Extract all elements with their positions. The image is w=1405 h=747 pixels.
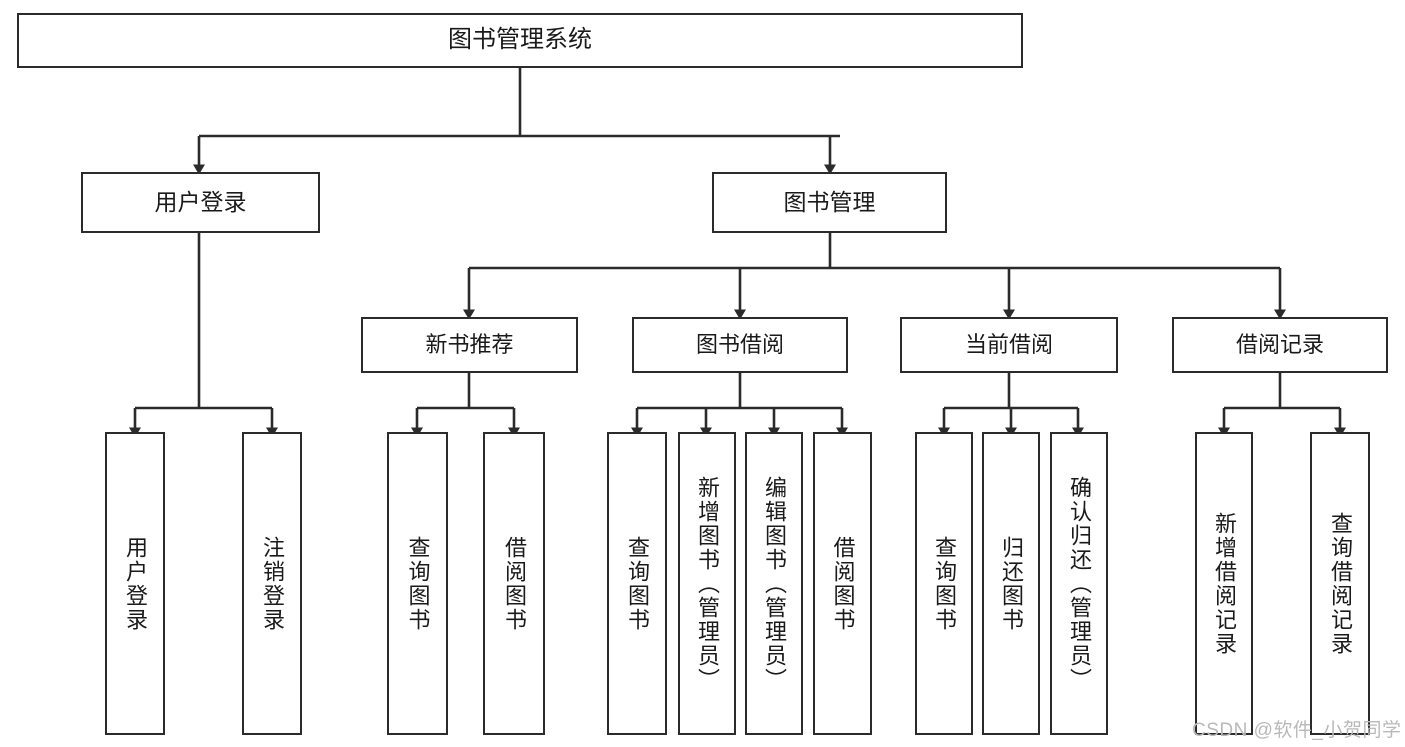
node-leaf-query-book-2-label: 查询图书 [625, 535, 650, 632]
node-leaf-confirm-return-label: 确认归还（管理员） [1067, 475, 1092, 692]
node-user-login-label: 用户登录 [154, 188, 247, 215]
node-leaf-query-record[interactable]: 查询借阅记录 [1310, 432, 1370, 735]
node-leaf-edit-book-label: 编辑图书（管理员） [762, 475, 787, 692]
node-leaf-query-book-1[interactable]: 查询图书 [387, 432, 448, 735]
node-leaf-borrow-book-1-label: 借阅图书 [502, 535, 527, 632]
node-leaf-query-record-label: 查询借阅记录 [1328, 511, 1353, 656]
node-leaf-return-book[interactable]: 归还图书 [982, 432, 1040, 735]
node-book-borrow[interactable]: 图书借阅 [632, 317, 848, 373]
node-new-book-rec[interactable]: 新书推荐 [361, 317, 578, 373]
node-root[interactable]: 图书管理系统 [17, 13, 1023, 68]
node-leaf-user-login[interactable]: 用户登录 [105, 432, 165, 735]
node-leaf-add-book-label: 新增图书（管理员） [695, 475, 720, 692]
node-leaf-borrow-book-1[interactable]: 借阅图书 [483, 432, 545, 735]
node-book-manage[interactable]: 图书管理 [712, 172, 947, 233]
node-leaf-add-record-label: 新增借阅记录 [1212, 511, 1237, 656]
node-leaf-query-book-3-label: 查询图书 [932, 535, 957, 632]
node-leaf-add-book[interactable]: 新增图书（管理员） [678, 432, 736, 735]
node-current-borrow-label: 当前借阅 [964, 332, 1053, 358]
node-leaf-query-book-3[interactable]: 查询图书 [915, 432, 973, 735]
node-leaf-edit-book[interactable]: 编辑图书（管理员） [745, 432, 803, 735]
node-leaf-query-book-2[interactable]: 查询图书 [607, 432, 667, 735]
node-root-label: 图书管理系统 [448, 26, 592, 54]
node-leaf-add-record[interactable]: 新增借阅记录 [1195, 432, 1253, 735]
node-user-login[interactable]: 用户登录 [81, 172, 320, 233]
node-leaf-confirm-return[interactable]: 确认归还（管理员） [1050, 432, 1108, 735]
watermark-text: CSDN @软件_小贺同学 [1192, 720, 1402, 741]
node-leaf-user-login-label: 用户登录 [123, 535, 148, 632]
node-leaf-logout-label: 注销登录 [260, 535, 285, 632]
node-leaf-return-book-label: 归还图书 [999, 535, 1024, 632]
node-borrow-record-label: 借阅记录 [1235, 332, 1324, 358]
node-borrow-record[interactable]: 借阅记录 [1172, 317, 1388, 373]
node-book-manage-label: 图书管理 [783, 188, 876, 215]
node-leaf-borrow-book-2-label: 借阅图书 [830, 535, 856, 632]
node-current-borrow[interactable]: 当前借阅 [900, 317, 1118, 373]
node-leaf-query-book-1-label: 查询图书 [405, 535, 431, 632]
node-book-borrow-label: 图书借阅 [695, 332, 784, 358]
node-leaf-borrow-book-2[interactable]: 借阅图书 [813, 432, 872, 735]
node-leaf-logout[interactable]: 注销登录 [242, 432, 302, 735]
node-new-book-rec-label: 新书推荐 [425, 332, 514, 358]
